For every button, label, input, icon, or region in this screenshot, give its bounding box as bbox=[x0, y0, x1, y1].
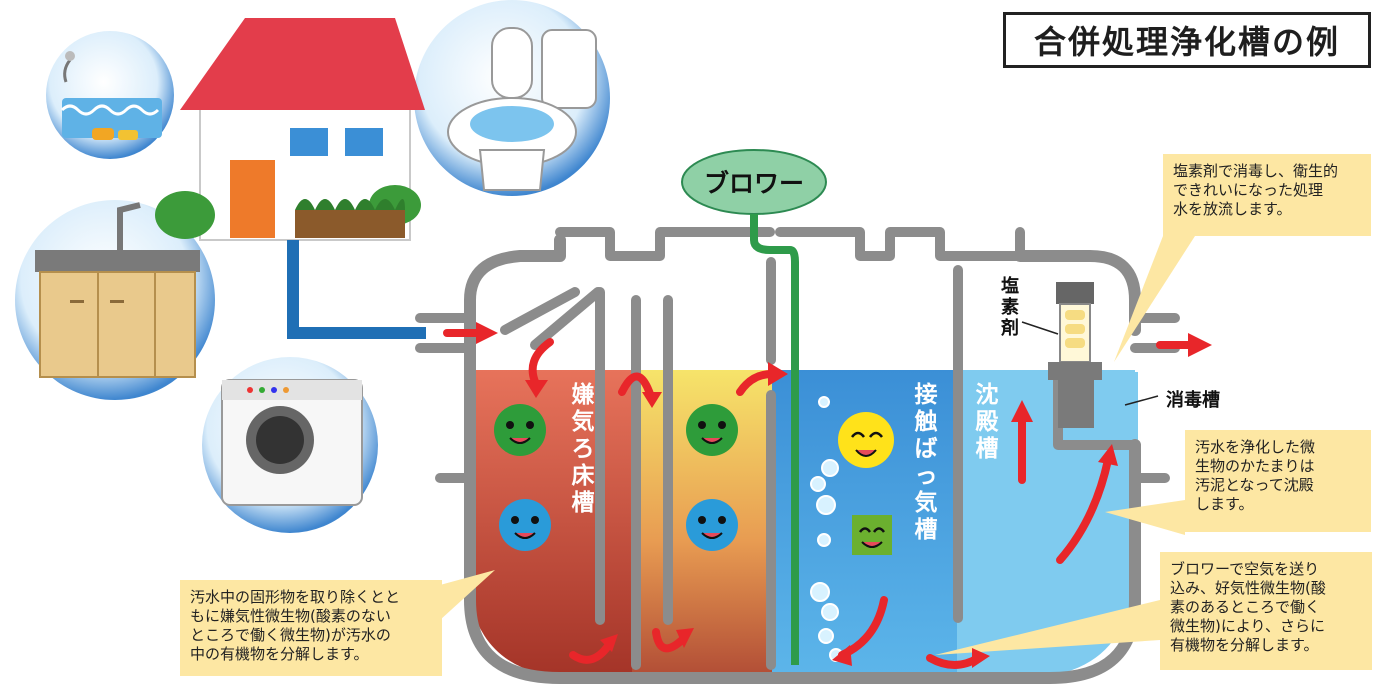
callout-pointers bbox=[440, 236, 1195, 655]
disinfection-tank-fill bbox=[1100, 372, 1138, 442]
washing-machine-icon bbox=[202, 357, 378, 533]
air-pipe bbox=[750, 214, 799, 665]
bathroom-icon bbox=[46, 31, 174, 159]
chlorine-agent-label: 塩 素 剤 bbox=[1001, 276, 1019, 339]
disinfection-tank-label: 消毒槽 bbox=[1166, 390, 1220, 411]
chlorine-dispenser bbox=[1021, 282, 1159, 428]
toilet-icon bbox=[414, 0, 610, 196]
house-icon bbox=[155, 18, 425, 241]
callout-sedimentation: 汚水を浄化した微 生物のかたまりは 汚泥となって沈殿 します。 bbox=[1185, 430, 1371, 532]
sedimentation-chamber-label: 沈 殿 槽 bbox=[975, 382, 999, 462]
contact-aeration-chamber-label: 接 触 ば っ 気 槽 bbox=[914, 382, 938, 543]
callout-chlorine: 塩素剤で消毒し、衛生的 できれいになった処理 水を放流します。 bbox=[1163, 154, 1371, 236]
diagram-title: 合併処理浄化槽の例 bbox=[1003, 12, 1371, 68]
blower-label: ブロワー bbox=[703, 169, 804, 198]
air-bubbles bbox=[810, 396, 843, 662]
anaerobic-chamber-label: 嫌 気 ろ 床 槽 bbox=[571, 382, 595, 516]
flow-arrowheads bbox=[476, 322, 1212, 668]
inlet-pipe bbox=[287, 240, 426, 339]
callout-aeration: ブロワーで空気を送り 込み、好気性微生物(酸 素のあるところで働く 微生物)によ… bbox=[1160, 552, 1372, 670]
microbes bbox=[494, 404, 894, 555]
kitchen-icon bbox=[15, 200, 215, 400]
callout-anaerobic: 汚水中の固形物を取り除くとと もに嫌気性微生物(酸素のない ところで働く微生物)… bbox=[180, 580, 442, 676]
